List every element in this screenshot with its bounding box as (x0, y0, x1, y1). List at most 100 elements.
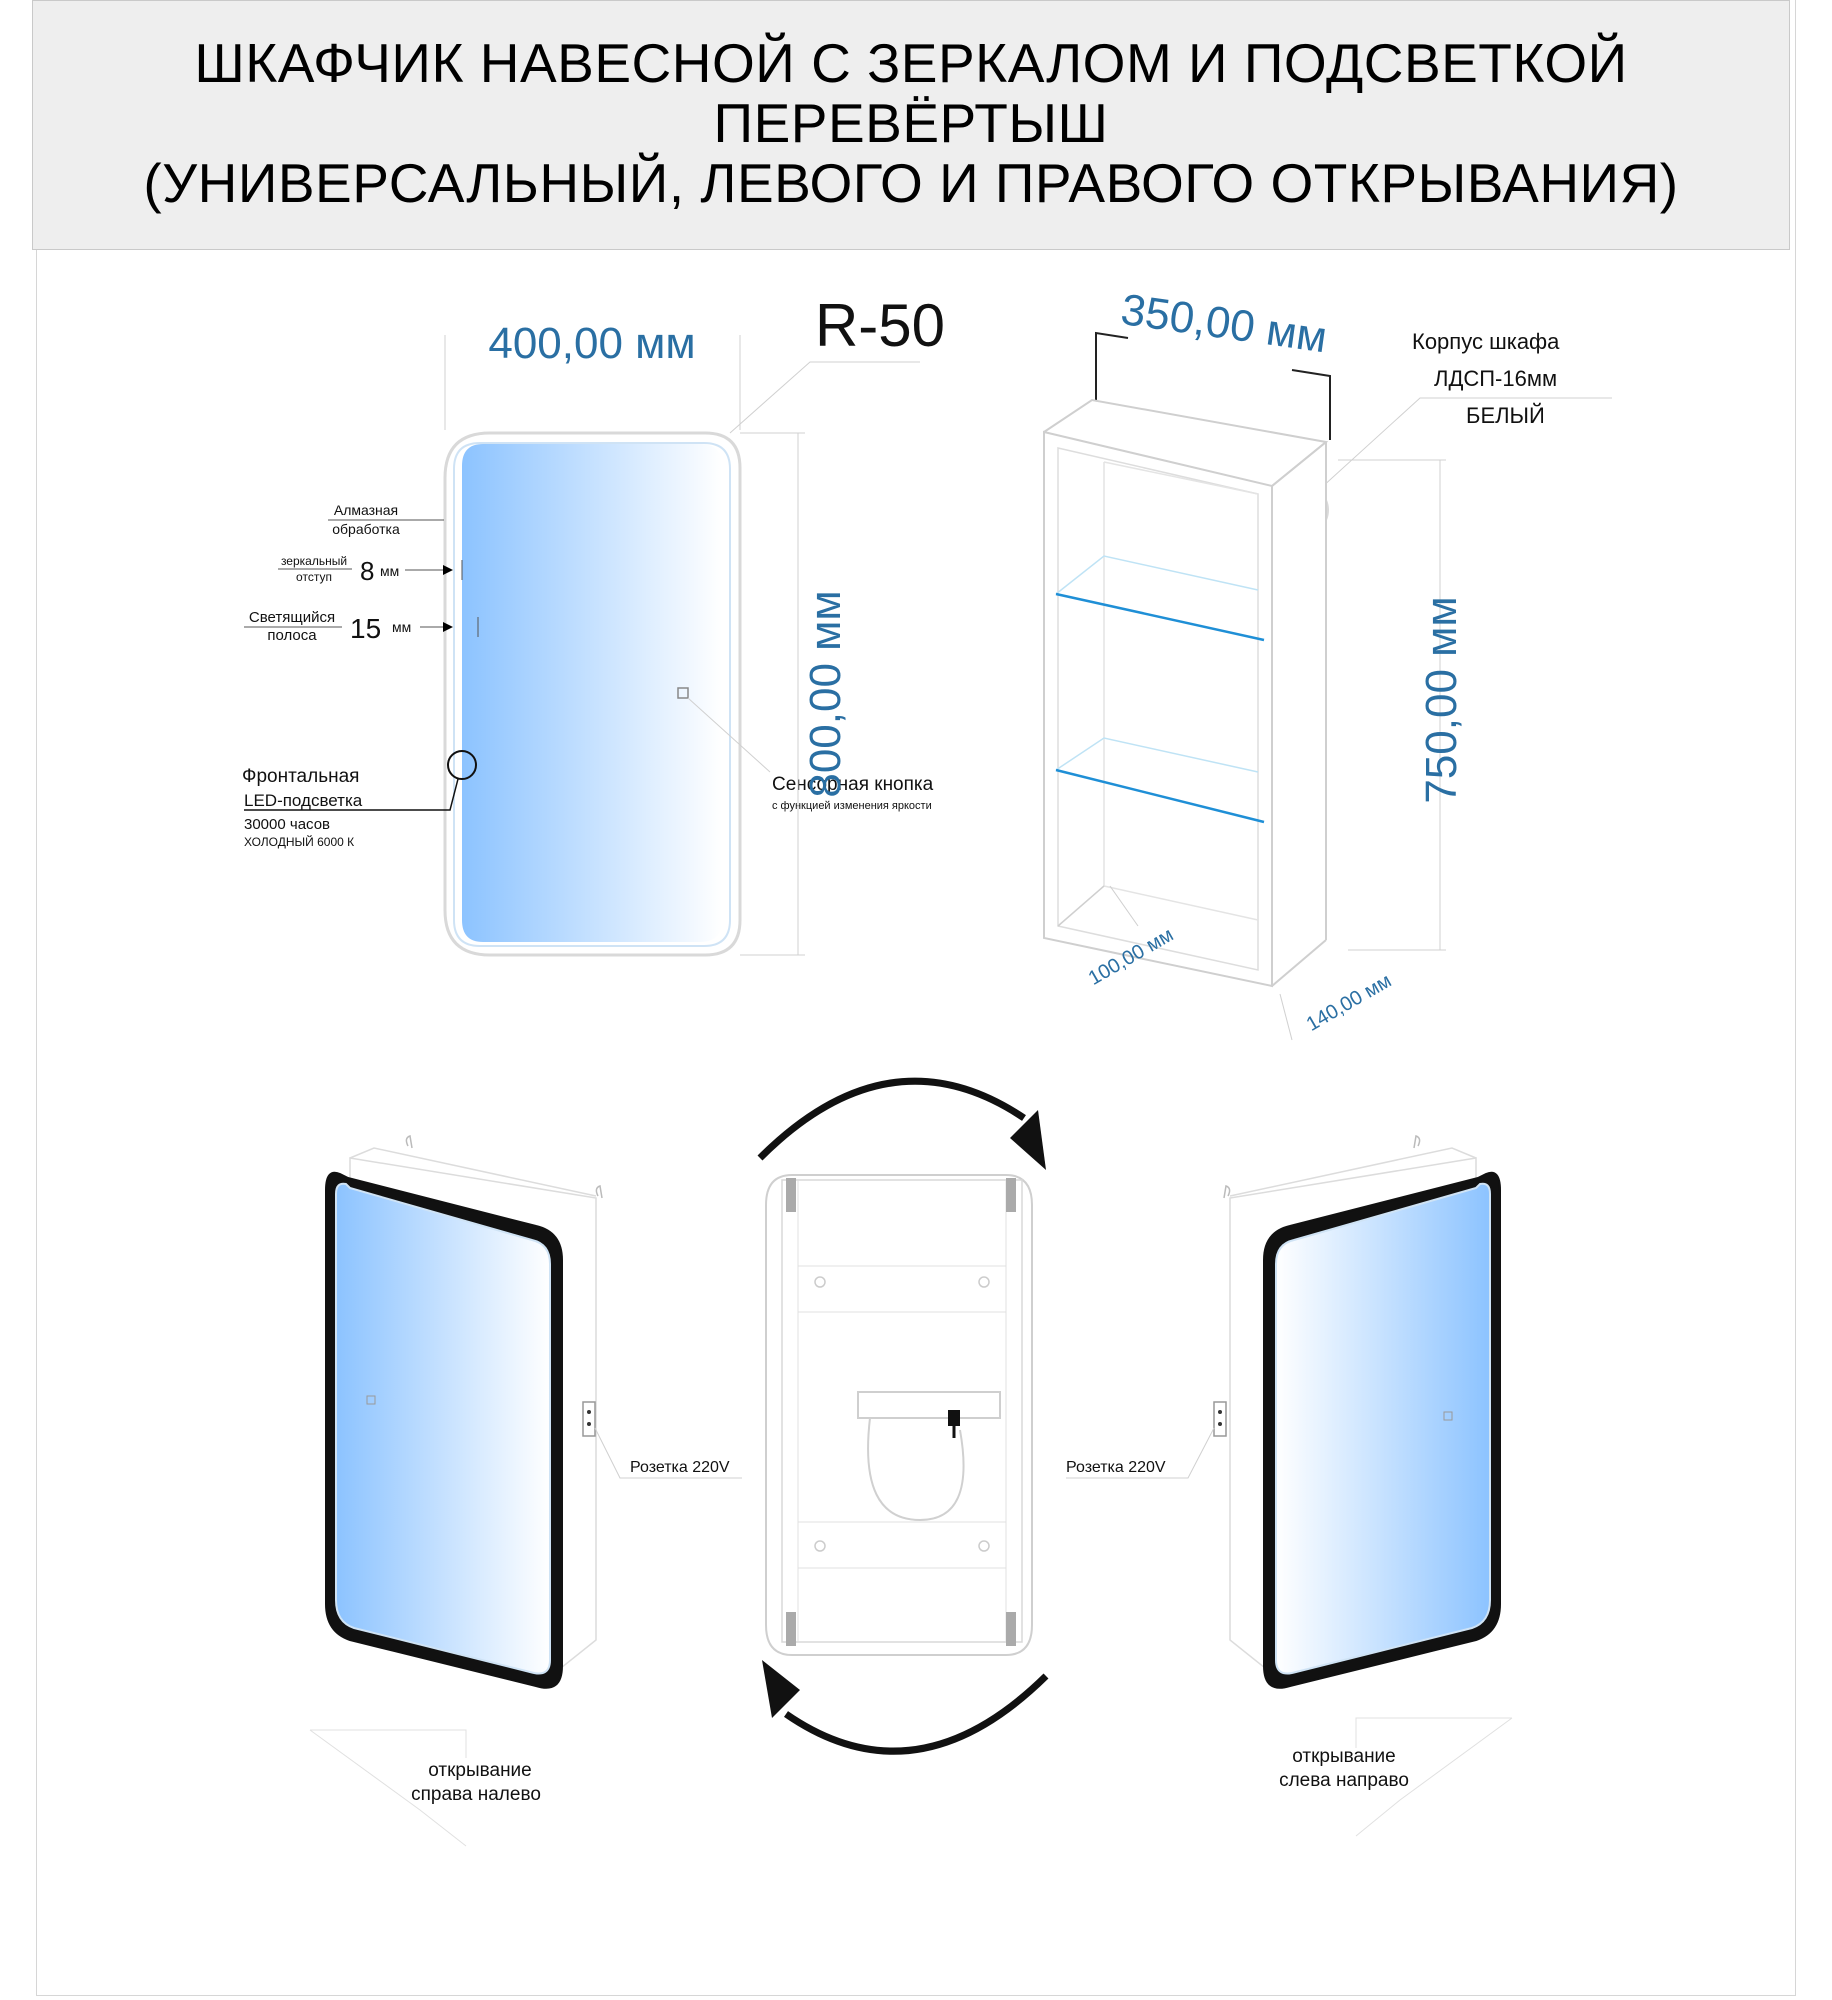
body-back-bottom (1103, 885, 1259, 921)
sensor-label-1: Сенсорная кнопка (772, 774, 934, 795)
socket-pin (1218, 1422, 1222, 1426)
glass-shelf-lower (1055, 737, 1265, 824)
left-caption-bracket-diag (309, 1729, 467, 1847)
led-leader (244, 778, 459, 811)
height-label: 800,00 мм (801, 590, 850, 797)
mount-hole (814, 1276, 826, 1288)
right-hanger-2 (1223, 1185, 1231, 1199)
right-cabinet-top (1229, 1147, 1477, 1197)
led-label-2: LED-подсветка (244, 791, 363, 810)
power-cable (867, 1417, 965, 1522)
body-side-top (1271, 441, 1327, 487)
material-leader (1309, 397, 1612, 499)
strip-value: 15 (350, 613, 381, 644)
led-label-1: Фронтальная (242, 766, 359, 787)
socket-pin (587, 1422, 591, 1426)
inner-depth-leader (1109, 885, 1139, 927)
back-panel-inner (781, 1179, 1023, 1643)
body-view: 350,00 мм Корпус шкафа ЛДСП-16мм БЕЛЫЙ 1… (1043, 285, 1612, 1041)
sensor-leader (687, 697, 771, 773)
mount-plate-bottom (797, 1521, 1007, 1569)
mount-plate-top (797, 1265, 1007, 1313)
offset-label-2: отступ (296, 570, 332, 584)
offset-value: 8 (360, 556, 374, 586)
page-frame (36, 0, 1796, 1996)
rotation-arrows (757, 1077, 1049, 1755)
led-label-4: ХОЛОДНЫЙ 6000 К (244, 834, 354, 849)
arrow-arc-top (757, 1077, 1026, 1161)
title-line-2: ПЕРЕВЁРТЫШ (713, 92, 1109, 154)
left-caption-line-1: открывание (428, 1760, 532, 1781)
body-fill (1044, 400, 1326, 986)
socket-pin (587, 1410, 591, 1414)
right-caption-line-1: открывание (1292, 1746, 1396, 1767)
left-hanger-2 (595, 1185, 603, 1199)
power-unit (857, 1391, 1001, 1419)
offset-unit: мм (380, 563, 399, 579)
right-socket-leader (1066, 1427, 1215, 1479)
socket-pin (1218, 1410, 1222, 1414)
left-caption-line-2: справа налево (411, 1784, 541, 1805)
right-hanger-1 (1413, 1135, 1421, 1149)
diamond-label-1: Алмазная (334, 502, 398, 518)
left-socket-leader (594, 1427, 742, 1479)
arrow-head-bottom (762, 1660, 800, 1718)
model-label: R-50 (815, 292, 945, 359)
right-caption-bracket-diag (1355, 1717, 1513, 1837)
body-width-bracket-left (1095, 331, 1129, 404)
right-socket-label: Розетка 220V (1066, 1459, 1166, 1476)
right-socket-icon (1213, 1401, 1227, 1437)
arrow-arc-bottom (784, 1673, 1049, 1755)
outer-depth-label: 140,00 мм (1303, 970, 1396, 1036)
right-sensor-button-icon (1443, 1411, 1453, 1421)
right-mirror (1275, 1182, 1491, 1675)
sensor-label-2: с функцией изменения яркости (772, 800, 932, 812)
material-label-1: Корпус шкафа (1412, 329, 1560, 354)
right-opening-view: Розетка 220V открывание слева направо (1066, 1135, 1513, 1837)
mount-hole (978, 1540, 990, 1552)
led-callout-circle (447, 750, 477, 780)
led-strip-outline (453, 442, 731, 947)
title-line-3: (УНИВЕРСАЛЬНЫЙ, ЛЕВОГО И ПРАВОГО ОТКРЫВА… (143, 152, 1679, 214)
left-socket-label: Розетка 220V (630, 1459, 730, 1476)
plug-icon (948, 1410, 960, 1426)
glass-shelf-upper (1055, 555, 1265, 642)
hinge-top-left (786, 1178, 796, 1212)
left-socket-icon (582, 1401, 596, 1437)
left-opening-view: Розетка 220V открывание справа налево (309, 1135, 742, 1847)
material-label-3: БЕЛЫЙ (1466, 403, 1545, 428)
body-width-bracket-right (1291, 369, 1331, 440)
hinge-bottom-left (786, 1612, 796, 1646)
back-view (765, 1174, 1033, 1656)
title-line-1: ШКАФЧИК НАВЕСНОЙ С ЗЕРКАЛОМ И ПОДСВЕТКОЙ (194, 32, 1628, 94)
right-caption-line-2: слева направо (1279, 1770, 1409, 1791)
left-hanger-1 (405, 1135, 413, 1149)
offset-label-1: зеркальный (281, 554, 347, 568)
body-back-top (1103, 461, 1259, 495)
strip-label-2: полоса (267, 627, 317, 644)
body-side-bottom (1271, 939, 1327, 987)
mirror-surface (462, 444, 722, 942)
body-width-label: 350,00 мм (1118, 285, 1330, 362)
model-leader (729, 361, 920, 434)
body-bottom-shelf-left (1057, 885, 1105, 927)
body-inner-frame (1057, 447, 1259, 971)
left-cabinet-top (349, 1147, 597, 1197)
material-label-2: ЛДСП-16мм (1434, 366, 1557, 391)
hinge-bottom-right (1006, 1612, 1016, 1646)
front-view: 400,00 мм R-50 Сенсорная кнопка с функци… (242, 292, 945, 957)
hinge-top-right (1006, 1178, 1016, 1212)
right-caption-bracket-top (1355, 1717, 1512, 1748)
title-banner: ШКАФЧИК НАВЕСНОЙ С ЗЕРКАЛОМ И ПОДСВЕТКОЙ… (32, 0, 1790, 250)
left-mirror (335, 1182, 551, 1675)
left-sensor-button-icon (366, 1395, 376, 1405)
mount-hole (814, 1540, 826, 1552)
outer-depth-leader (1279, 993, 1293, 1041)
sensor-button-icon (677, 687, 689, 699)
mount-hole (978, 1276, 990, 1288)
strip-unit: мм (392, 619, 411, 635)
width-label: 400,00 мм (488, 319, 695, 368)
diamond-label-2: обработка (332, 521, 400, 537)
body-height-label: 750,00 мм (1417, 596, 1466, 803)
